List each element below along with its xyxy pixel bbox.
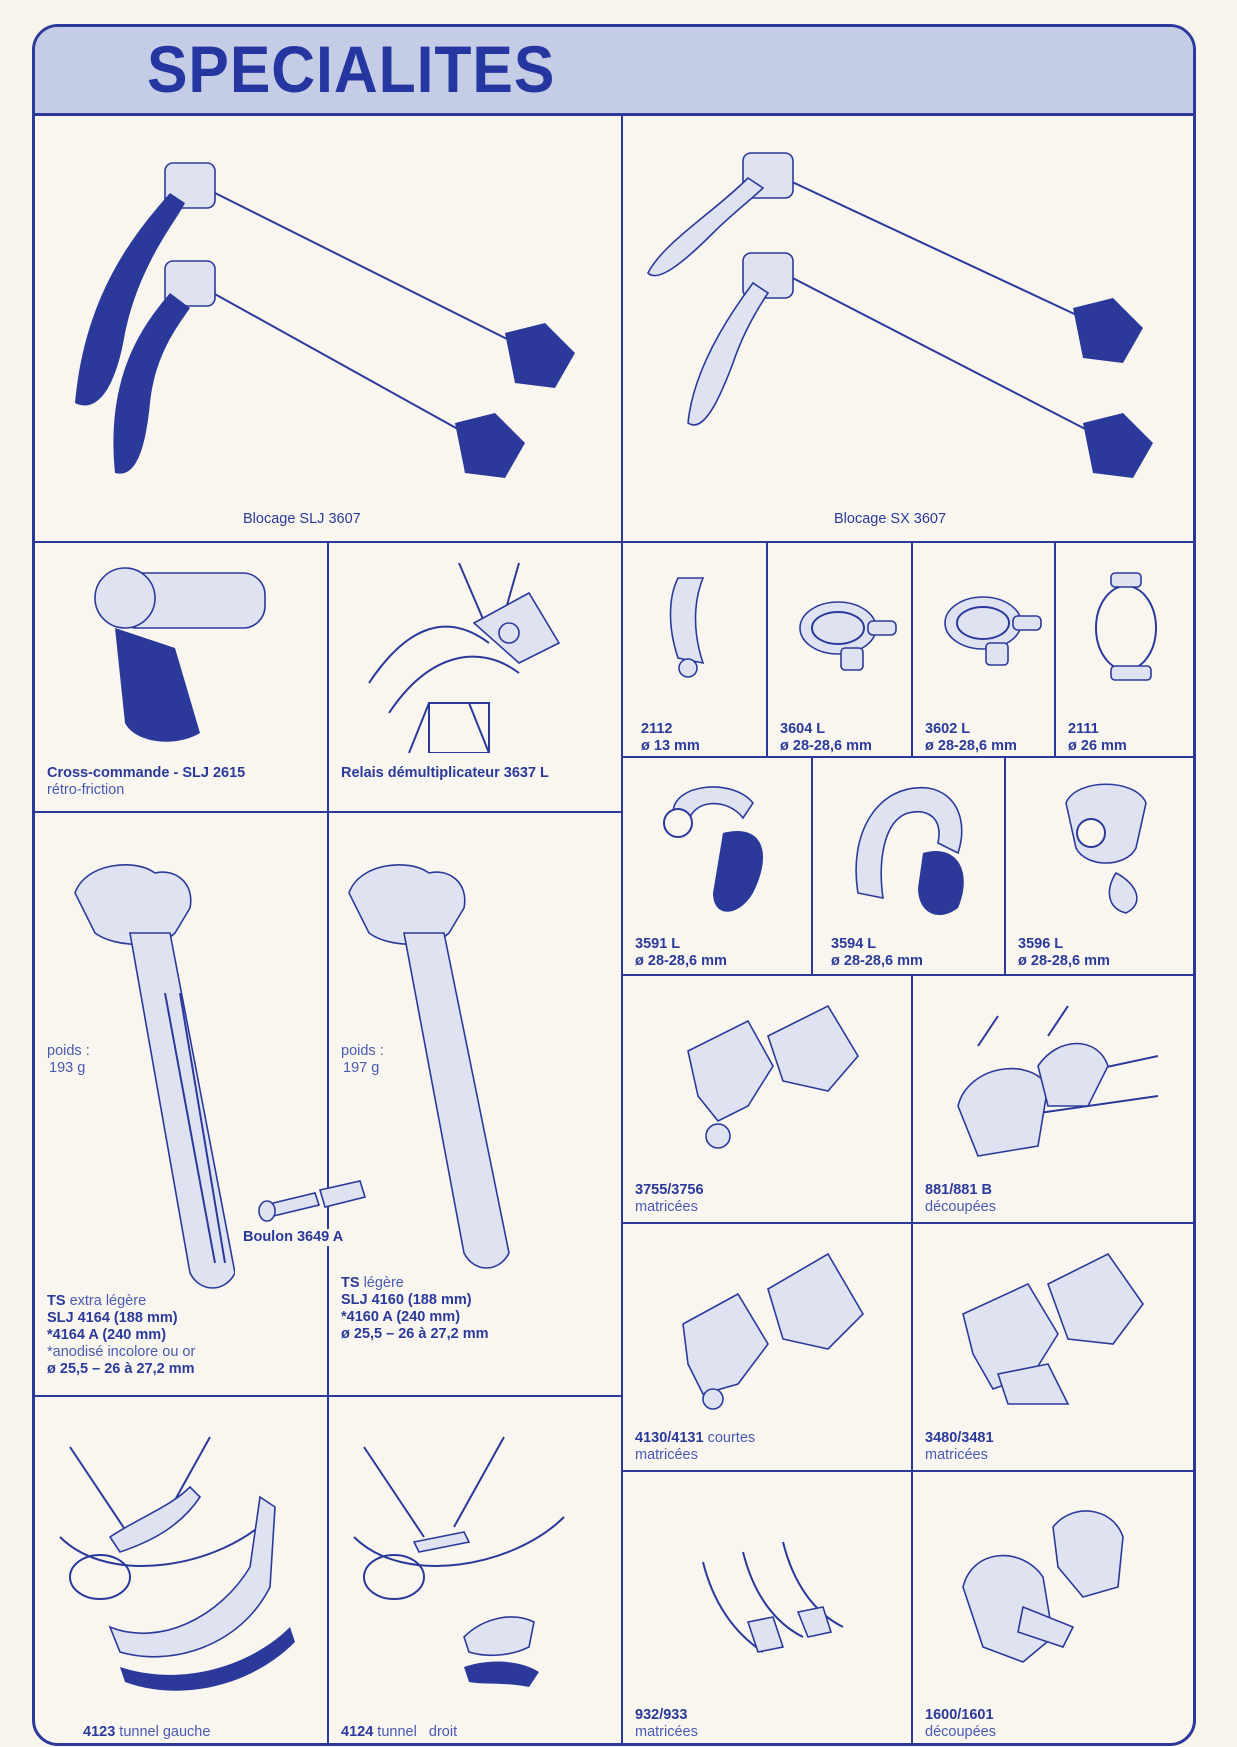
caption-1600: 1600/1601 découpées	[925, 1707, 996, 1740]
caption-3591: 3591 L ø 28-28,6 mm	[635, 936, 727, 970]
panel-3596: 3596 L ø 28-28,6 mm	[1006, 758, 1193, 976]
clamp-3602-illustration	[944, 596, 1042, 666]
panel-cross-commande: Cross-commande - SLJ 2615 rétro-friction	[35, 543, 329, 813]
panel-2112: 2112 ø 13 mm	[623, 543, 768, 758]
clamp-2112-dim: ø 13 mm	[641, 738, 700, 754]
panel-3594: 3594 L ø 28-28,6 mm	[813, 758, 1006, 976]
caption-3596: 3596 L ø 28-28,6 mm	[1018, 936, 1110, 970]
clamp-3596-illustration	[1065, 783, 1147, 914]
caption-4130: 4130/4131 courtes matricées	[635, 1430, 756, 1463]
panel-2111: 2111 ø 26 mm	[1056, 543, 1193, 758]
panel-3591: 3591 L ø 28-28,6 mm	[623, 758, 813, 976]
cross-commande-name: Cross-commande - SLJ 2615	[47, 765, 246, 781]
tunnel-4123-illustration	[59, 1436, 295, 1691]
clamp-2112-illustration	[669, 577, 705, 678]
clamp-3602-dim: ø 28-28,6 mm	[925, 738, 1017, 754]
caption-932: 932/933 matricées	[635, 1707, 698, 1740]
relais-name: Relais démultiplicateur 3637 L	[341, 765, 549, 781]
clamp-2111-dim: ø 26 mm	[1068, 738, 1127, 754]
caption-sx3607: Blocage SX 3607	[834, 511, 947, 527]
caption-3602: 3602 L ø 28-28,6 mm	[925, 721, 1017, 755]
dropout-1600-illustration	[962, 1510, 1124, 1663]
clamp-3594-code: 3594 L	[831, 936, 877, 952]
caption-slj3607: Blocage SLJ 3607	[243, 511, 361, 527]
clamp-3604-dim: ø 28-28,6 mm	[780, 738, 872, 754]
seatpost-4160-spec: TS légère SLJ 4160 (188 mm) *4160 A (240…	[341, 1275, 489, 1342]
panel-3602: 3602 L ø 28-28,6 mm	[913, 543, 1056, 758]
quick-release-slj-illustration	[75, 162, 575, 478]
caption-4124: 4124 tunnel droit	[341, 1724, 458, 1740]
seatpost-4164-weight: poids : 193 g	[47, 1043, 90, 1076]
panel-1600: 1600/1601 découpées	[913, 1472, 1193, 1743]
clamp-3591-dim: ø 28-28,6 mm	[635, 953, 727, 969]
clamp-3594-dim: ø 28-28,6 mm	[831, 953, 923, 969]
clamp-2112-code: 2112	[641, 721, 673, 737]
clamp-3602-code: 3602 L	[925, 721, 971, 737]
clamp-3596-code: 3596 L	[1018, 936, 1064, 952]
panel-seatpost-4160: poids : 197 g TS légère SLJ 4160 (188 mm…	[329, 813, 623, 1397]
clamp-2111-code: 2111	[1068, 721, 1099, 737]
panel-4124: 4124 tunnel droit	[329, 1397, 623, 1743]
catalog-frame: SPECIALITES Blocage SLJ 3607 Blocage SX …	[32, 24, 1196, 1746]
panel-3480: 3480/3481 matricées	[913, 1224, 1193, 1472]
caption-3480: 3480/3481 matricées	[925, 1430, 994, 1463]
panel-4130: 4130/4131 courtes matricées	[623, 1224, 913, 1472]
panel-seatpost-4164: poids : 193 g TS extra légère SLJ 4164 (…	[35, 813, 329, 1397]
panel-relais: Relais démultiplicateur 3637 L	[329, 543, 623, 813]
seatpost-4164-spec: TS extra légère SLJ 4164 (188 mm) *4164 …	[47, 1293, 196, 1377]
panel-932: 932/933 matricées	[623, 1472, 913, 1743]
dropout-881-illustration	[957, 1005, 1159, 1157]
caption-4123: 4123 tunnel gauche	[83, 1724, 211, 1740]
panel-3604: 3604 L ø 28-28,6 mm	[768, 543, 913, 758]
panel-slj3607: Blocage SLJ 3607	[35, 113, 623, 543]
seatpost-4160-weight: poids : 197 g	[341, 1043, 384, 1076]
panel-881: 881/881 B découpées	[913, 976, 1193, 1224]
clamp-3591-code: 3591 L	[635, 936, 681, 952]
caption-3604: 3604 L ø 28-28,6 mm	[780, 721, 872, 755]
caption-2111: 2111 ø 26 mm	[1068, 721, 1127, 755]
clamp-3604-code: 3604 L	[780, 721, 826, 737]
seatpost-4164-illustration	[74, 864, 235, 1289]
dropout-932-illustration	[702, 1541, 844, 1653]
caption-3594: 3594 L ø 28-28,6 mm	[831, 936, 923, 970]
page-title: SPECIALITES	[147, 32, 556, 106]
caption-boulon-3649a: Boulon 3649 A	[241, 1229, 346, 1246]
dropout-4130-illustration	[682, 1252, 865, 1410]
clamp-2111-illustration	[1095, 572, 1157, 681]
clamp-3594-illustration	[855, 786, 964, 916]
caption-881: 881/881 B découpées	[925, 1182, 996, 1215]
caption-cross-commande: Cross-commande - SLJ 2615 rétro-friction	[47, 765, 245, 799]
boulon-3649a-illustration	[258, 1180, 367, 1222]
panel-3755: 3755/3756 matricées	[623, 976, 913, 1224]
header-band: SPECIALITES	[35, 27, 1193, 116]
clamp-3604-illustration	[799, 601, 897, 671]
dropout-3480-illustration	[962, 1252, 1144, 1405]
clamp-3596-dim: ø 28-28,6 mm	[1018, 953, 1110, 969]
panel-4123: 4123 tunnel gauche	[35, 1397, 329, 1743]
seatpost-4160-illustration	[348, 864, 510, 1269]
cross-commande-sub: rétro-friction	[47, 782, 125, 798]
cross-commande-illustration	[94, 567, 266, 742]
relais-illustration	[368, 562, 561, 753]
panel-sx3607: Blocage SX 3607	[623, 113, 1193, 543]
caption-2112: 2112 ø 13 mm	[641, 721, 700, 755]
dropout-3755-illustration	[687, 1004, 859, 1149]
caption-relais: Relais démultiplicateur 3637 L	[341, 765, 549, 782]
quick-release-sx-illustration	[647, 152, 1153, 478]
clamp-3591-illustration	[663, 786, 763, 912]
caption-3755: 3755/3756 matricées	[635, 1182, 704, 1215]
tunnel-4124-illustration	[353, 1436, 565, 1687]
